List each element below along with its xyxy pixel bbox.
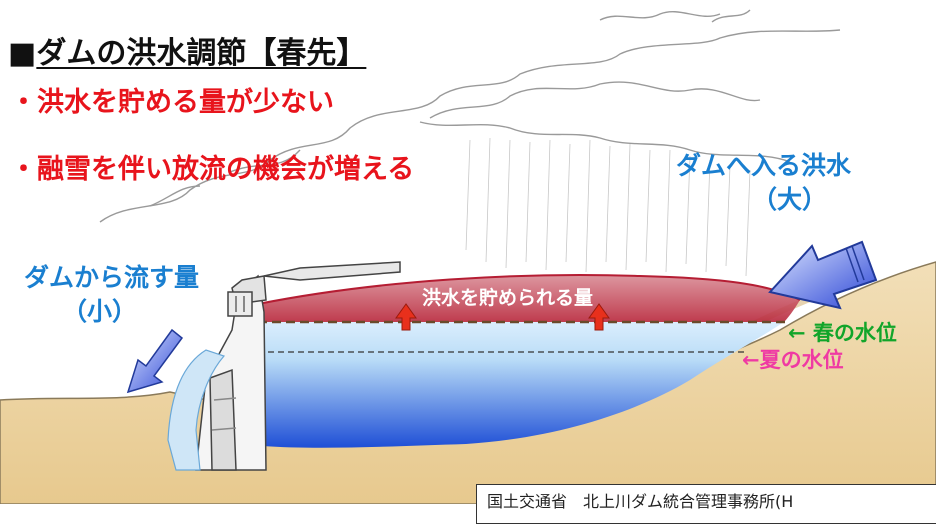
outflow-arrow-icon <box>126 328 184 394</box>
storage-volume-label: 洪水を貯められる量 <box>422 287 594 309</box>
flood-storage-top-line <box>257 274 801 305</box>
spillway-outflow <box>167 349 226 471</box>
title-marker: ■ <box>8 36 37 71</box>
inflow-label: ダムへ入る洪水 <box>676 151 852 180</box>
dam-flood-control-diagram <box>0 9 936 504</box>
bullet-less-flood-storage: ・洪水を貯める量が少ない <box>10 87 334 118</box>
bullet-more-discharge-snowmelt: ・融雪を伴い放流の機会が増える <box>10 154 415 185</box>
up-arrow-icon <box>395 303 417 331</box>
inflow-size-label: （大） <box>752 185 828 214</box>
page-title: ■ダムの洪水調節【春先】 <box>8 28 366 72</box>
source-credit: 国土交通省 北上川ダム統合管理事務所(H <box>476 484 936 524</box>
outflow-label: ダムから流す量 <box>24 263 200 292</box>
up-arrow-icon <box>588 303 610 331</box>
rain-lines <box>465 137 751 277</box>
flood-storage-volume <box>258 275 800 322</box>
reservoir-water <box>258 322 784 448</box>
inflow-arrow-icon <box>768 240 878 310</box>
dam-structure <box>195 261 401 471</box>
title-text: ダムの洪水調節【春先】 <box>36 36 367 71</box>
spring-water-level-label: ← 春の水位 <box>788 321 897 345</box>
outflow-size-label: （小） <box>62 297 138 326</box>
summer-water-level-label: ←夏の水位 <box>742 348 844 372</box>
cloud-illustration <box>99 9 841 223</box>
